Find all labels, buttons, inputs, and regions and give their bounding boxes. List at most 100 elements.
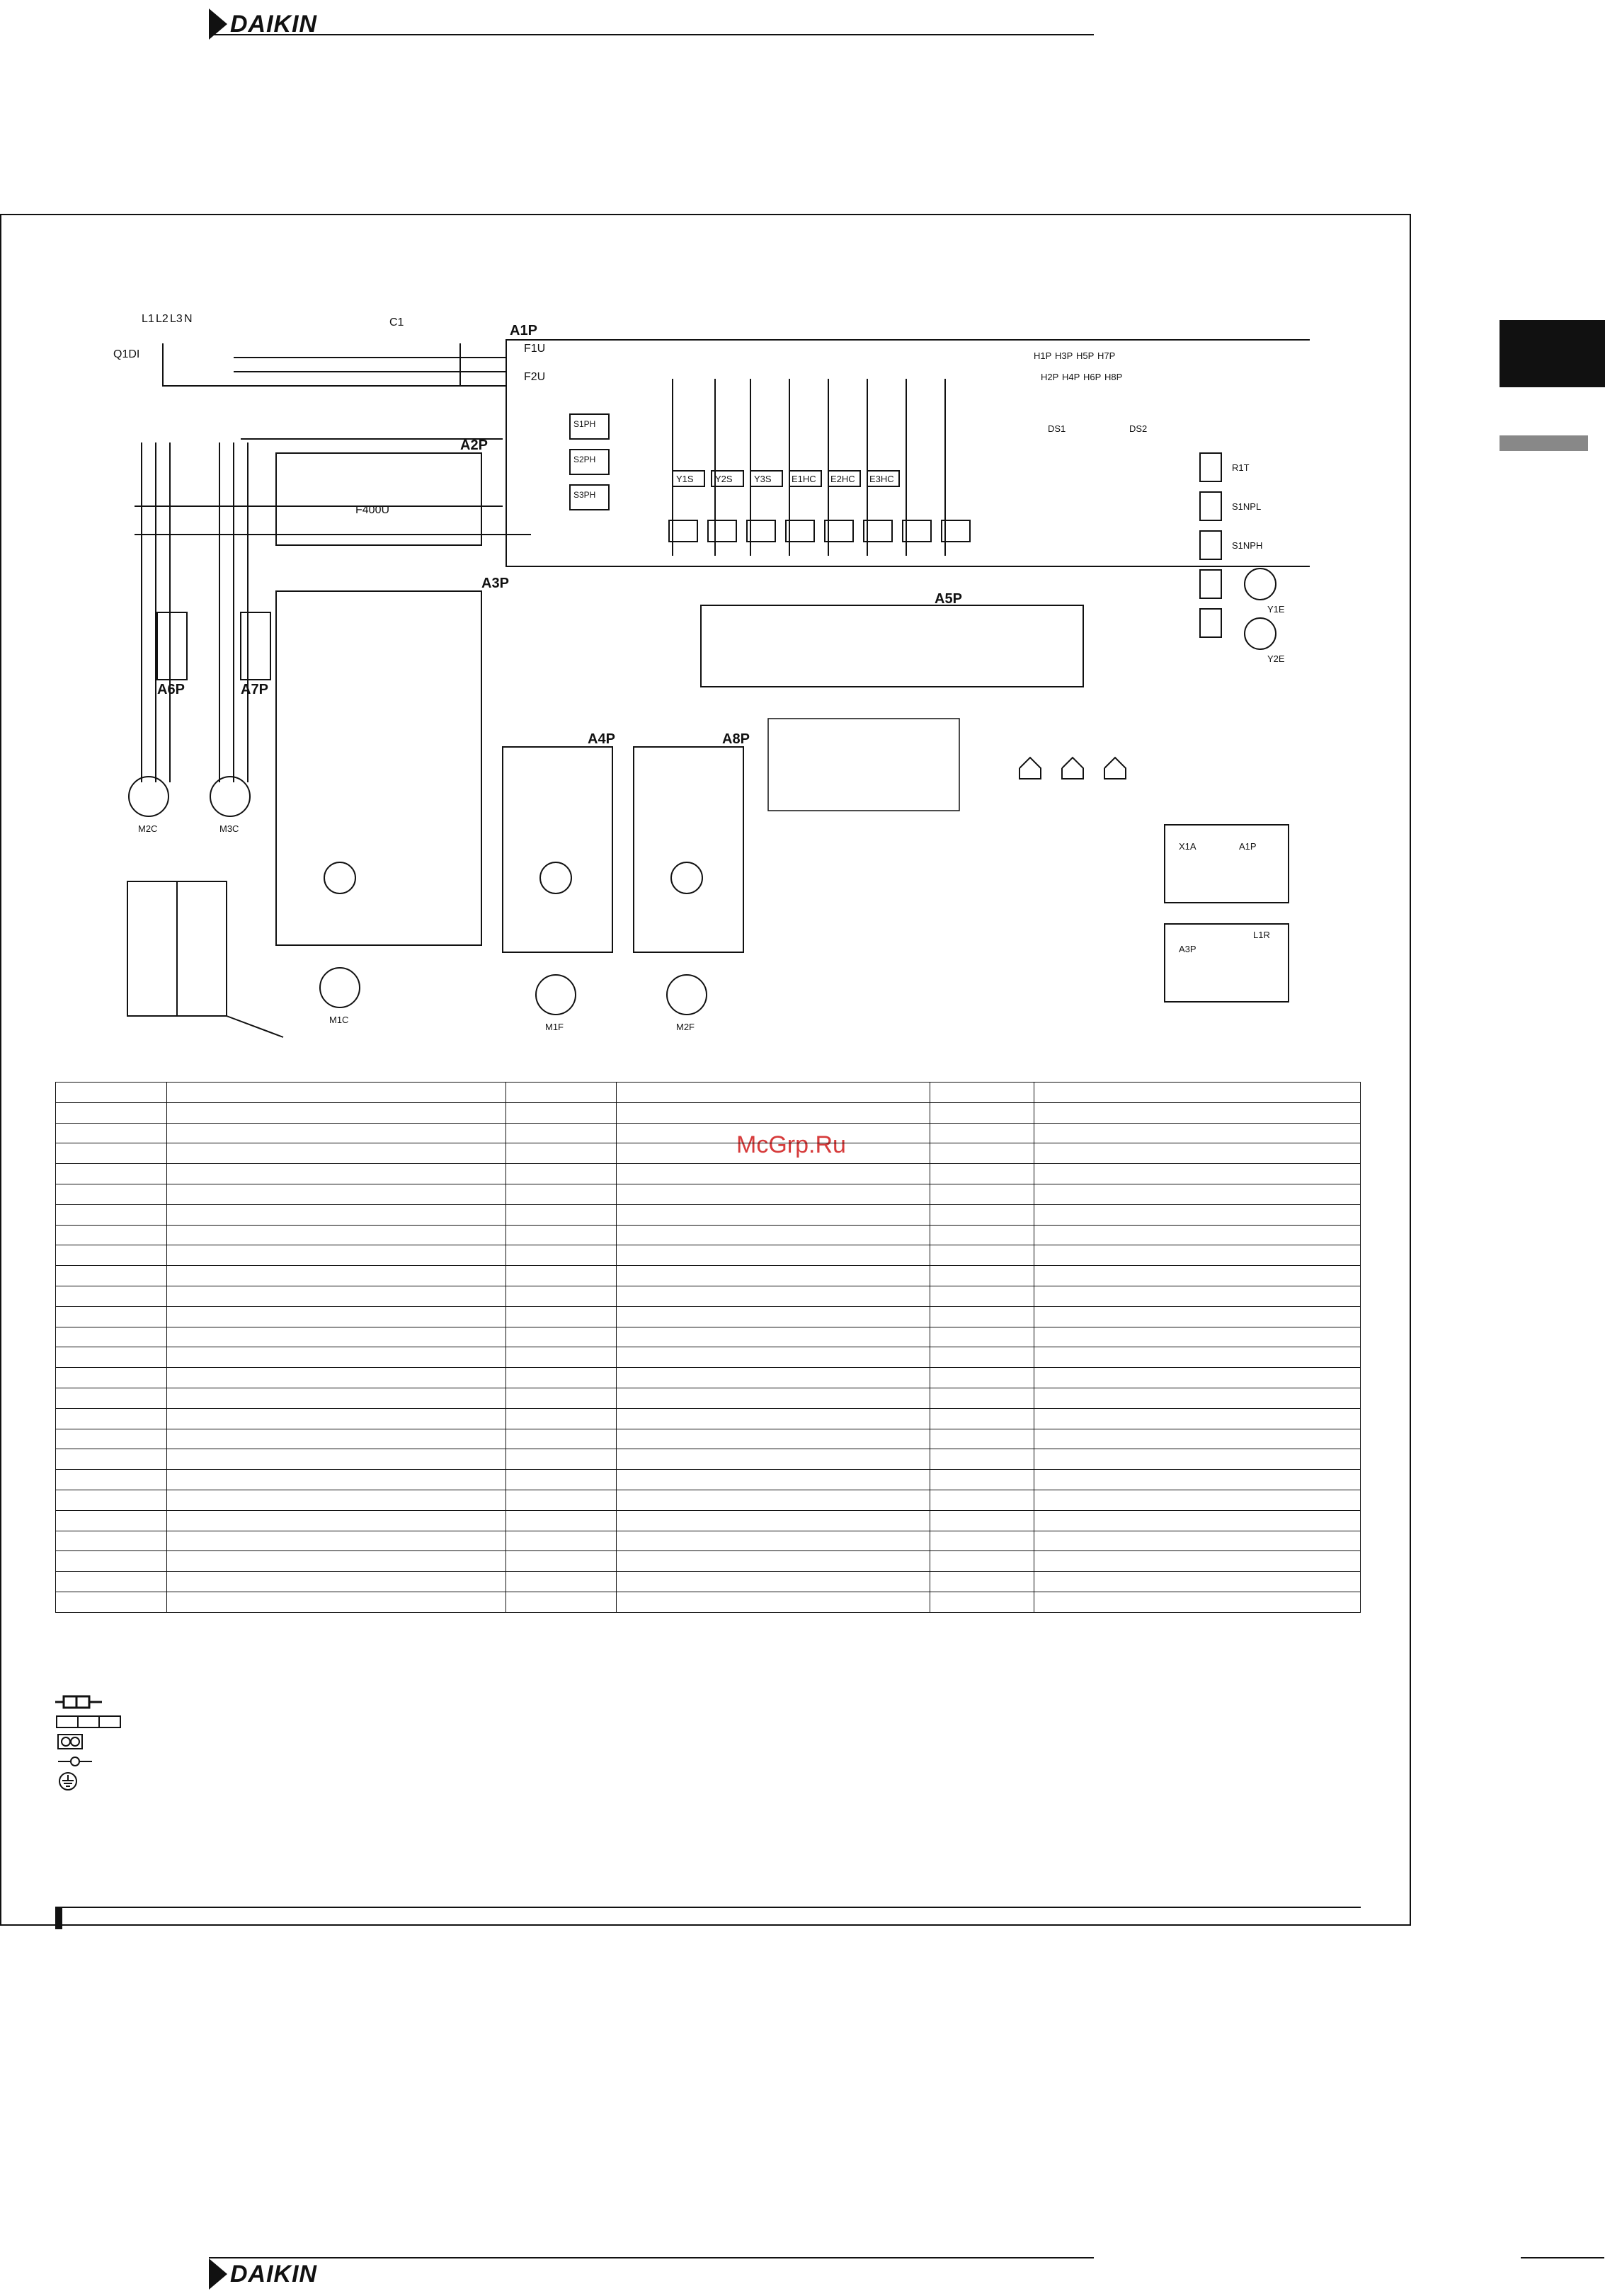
legend-cell (55, 1143, 167, 1165)
legend-cell (929, 1163, 1035, 1184)
board-a7p (240, 612, 271, 680)
legend-cell (166, 1489, 506, 1511)
legend-cell (166, 1407, 506, 1429)
legend-cell (929, 1509, 1035, 1531)
label-s2ph: S2PH (573, 455, 595, 464)
legend-cell (55, 1102, 167, 1124)
legend-row (55, 1469, 1361, 1490)
label-e2hc: E2HC (830, 474, 855, 484)
legend-cell (55, 1306, 167, 1327)
legend-cell (1034, 1571, 1361, 1592)
legend-cell (55, 1550, 167, 1572)
legend-row (55, 1347, 1361, 1369)
legend-cell (505, 1347, 617, 1369)
label-a6p: A6P (157, 682, 185, 697)
legend-cell (55, 1224, 167, 1246)
legend-cell (929, 1449, 1035, 1470)
legend-cell (929, 1428, 1035, 1450)
legend-cell (505, 1591, 617, 1614)
brand-name: DAIKIN (230, 10, 318, 38)
legend-cell (1034, 1407, 1361, 1429)
layout-a1p: A1P (1239, 841, 1257, 852)
label-m1f: M1F (545, 1022, 564, 1032)
connector-socket-icon (55, 1732, 126, 1752)
legend-cell (616, 1387, 930, 1409)
wire-clamp-icon (55, 1752, 126, 1771)
label-q1di: Q1DI (113, 348, 139, 360)
legend-cell (616, 1489, 930, 1511)
label-n: N (184, 313, 193, 325)
legend-row (55, 1245, 1361, 1267)
legend-row (55, 1387, 1361, 1409)
legend-cell (1034, 1469, 1361, 1490)
label-a7p: A7P (241, 682, 268, 697)
legend-cell (505, 1245, 617, 1267)
legend-cell (929, 1265, 1035, 1286)
label-a3p: A3P (481, 576, 509, 591)
legend-cell (616, 1347, 930, 1369)
label-h5p: H5P (1076, 350, 1094, 361)
legend-cell (1034, 1347, 1361, 1369)
label-l1: L1 (142, 313, 154, 325)
label-f2u: F2U (524, 371, 545, 383)
daikin-logo-icon (209, 2258, 227, 2290)
legend-cell (505, 1102, 617, 1124)
legend-cell (929, 1530, 1035, 1552)
legend-row (55, 1326, 1361, 1348)
legend-cell (1034, 1449, 1361, 1470)
legend-cell (1034, 1285, 1361, 1307)
legend-cell (929, 1183, 1035, 1205)
legend-cell (1034, 1326, 1361, 1348)
legend-cell (166, 1571, 506, 1592)
legend-cell (1034, 1367, 1361, 1388)
legend-cell (929, 1224, 1035, 1246)
legend-cell (55, 1265, 167, 1286)
layout-a3p: A3P (1179, 944, 1196, 954)
legend-cell (505, 1224, 617, 1246)
label-y2e: Y2E (1267, 653, 1285, 664)
legend-row (55, 1224, 1361, 1246)
legend-cell (505, 1204, 617, 1226)
legend-row (55, 1163, 1361, 1184)
legend-cell (616, 1122, 930, 1144)
legend-row (55, 1143, 1361, 1165)
legend-cell (929, 1571, 1035, 1592)
symbols-key (55, 1692, 126, 1791)
legend-cell (929, 1122, 1035, 1144)
legend-cell (166, 1245, 506, 1267)
legend-row (55, 1571, 1361, 1592)
legend-cell (505, 1509, 617, 1531)
legend-cell (929, 1591, 1035, 1614)
legend-cell (616, 1306, 930, 1327)
legend-cell (616, 1285, 930, 1307)
label-ds1: DS1 (1048, 423, 1066, 434)
chapter-tab (1500, 320, 1605, 387)
legend-cell (166, 1285, 506, 1307)
legend-cell (55, 1122, 167, 1144)
label-y3s: Y3S (754, 474, 772, 484)
legend-cell (616, 1183, 930, 1205)
label-s1npl: S1NPL (1232, 501, 1261, 512)
board-a8p (633, 746, 744, 953)
legend-cell (616, 1428, 930, 1450)
legend-row (55, 1285, 1361, 1307)
label-a4p: A4P (588, 731, 615, 747)
legend-cell (166, 1591, 506, 1614)
label-y1e: Y1E (1267, 604, 1285, 615)
legend-cell (166, 1183, 506, 1205)
legend-cell (166, 1550, 506, 1572)
label-h7p: H7P (1097, 350, 1115, 361)
label-r1t: R1T (1232, 462, 1250, 473)
legend-row (55, 1509, 1361, 1531)
legend-row (55, 1102, 1361, 1124)
legend-cell (929, 1469, 1035, 1490)
label-e3hc: E3HC (869, 474, 894, 484)
label-f400u: F400U (355, 504, 389, 516)
legend-cell (166, 1449, 506, 1470)
legend-cell (55, 1347, 167, 1369)
legend-cell (616, 1407, 930, 1429)
label-y1s: Y1S (676, 474, 694, 484)
legend-cell (1034, 1530, 1361, 1552)
legend-cell (929, 1550, 1035, 1572)
legend-cell (166, 1163, 506, 1184)
